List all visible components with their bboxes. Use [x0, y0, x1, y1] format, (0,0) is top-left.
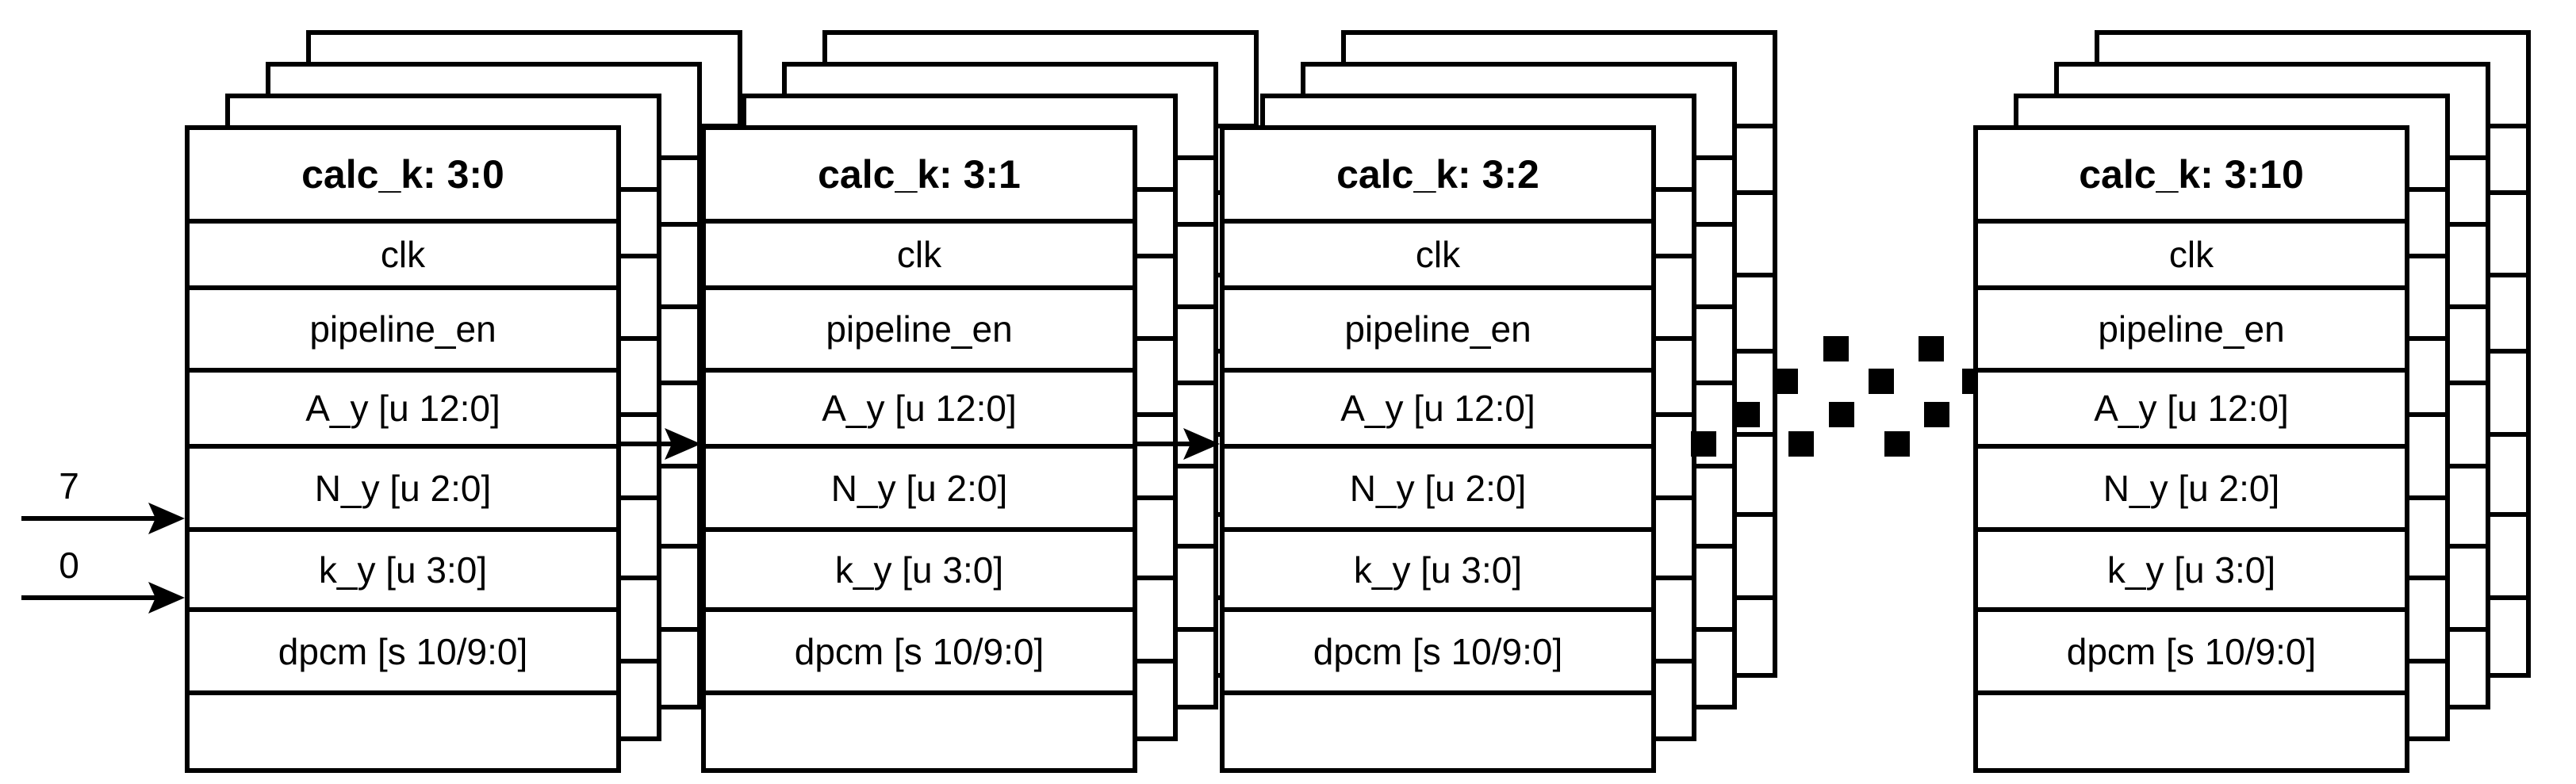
signal-row-k_y: k_y [u 3:0]: [190, 527, 616, 607]
module-card-title: calc_k: 3:1: [818, 152, 1021, 197]
ellipsis-dot-0: [1823, 336, 1849, 361]
signal-row-N_y: N_y [u 2:0]: [190, 444, 616, 527]
ellipsis-dot-1: [1919, 336, 1944, 361]
signal-row-empty: [706, 690, 1133, 768]
signal-row-dpcm: dpcm [s 10/9:0]: [706, 607, 1133, 690]
signal-row-pipeline_en: pipeline_en: [1978, 285, 2405, 368]
signal-row-pipeline_en: pipeline_en: [706, 285, 1133, 368]
signal-row-clk: clk: [1225, 219, 1651, 285]
signal-row-pipeline_en: pipeline_en: [1225, 285, 1651, 368]
signal-row-empty: [190, 690, 616, 768]
stage-connection-0-wire: [621, 442, 695, 446]
signal-row-k_y: k_y [u 3:0]: [1978, 527, 2405, 607]
signal-row-N_y: N_y [u 2:0]: [706, 444, 1133, 527]
signal-row-k_y: k_y [u 3:0]: [706, 527, 1133, 607]
constant-input-0-wire: [21, 516, 178, 521]
signal-row-N_y: N_y [u 2:0]: [1225, 444, 1651, 527]
ellipsis-dot-8: [1691, 431, 1716, 457]
signal-row-k_y: k_y [u 3:0]: [1225, 527, 1651, 607]
signal-row-A_y: A_y [u 12:0]: [1225, 368, 1651, 444]
input-value-label-7: 7: [59, 465, 79, 507]
ellipsis-dot-2: [1773, 369, 1798, 394]
signal-row-pipeline_en: pipeline_en: [190, 285, 616, 368]
ellipsis-dot-5: [1735, 402, 1760, 427]
constant-input-0-arrowhead-icon: [148, 503, 185, 534]
stage-connection-1-wire: [1137, 442, 1213, 446]
ellipsis-dot-9: [1788, 431, 1814, 457]
stage-connection-0-arrowhead-icon: [665, 428, 701, 460]
signal-row-N_y: N_y [u 2:0]: [1978, 444, 2405, 527]
constant-input-1-arrowhead-icon: [148, 582, 185, 614]
signal-row-clk: clk: [190, 219, 616, 285]
signal-row-A_y: A_y [u 12:0]: [1978, 368, 2405, 444]
ellipsis-dot-7: [1924, 402, 1949, 427]
signal-row-empty: [1225, 690, 1651, 768]
ellipsis-dot-6: [1829, 402, 1854, 427]
signal-row-clk: clk: [706, 219, 1133, 285]
constant-input-1-wire: [21, 595, 178, 600]
module-card-title: calc_k: 3:0: [301, 152, 504, 197]
signal-row-empty: [1978, 690, 2405, 768]
signal-row-clk: clk: [1978, 219, 2405, 285]
module-card-title: calc_k: 3:2: [1336, 152, 1539, 197]
signal-row-dpcm: dpcm [s 10/9:0]: [190, 607, 616, 690]
signal-row-A_y: A_y [u 12:0]: [706, 368, 1133, 444]
signal-row-dpcm: dpcm [s 10/9:0]: [1978, 607, 2405, 690]
signal-row-A_y: A_y [u 12:0]: [190, 368, 616, 444]
module-card-title: calc_k: 3:10: [2079, 152, 2304, 197]
signal-row-dpcm: dpcm [s 10/9:0]: [1225, 607, 1651, 690]
input-value-label-0: 0: [59, 545, 79, 586]
ellipsis-dot-3: [1869, 369, 1894, 394]
stage-connection-1-arrowhead-icon: [1183, 428, 1220, 460]
ellipsis-dot-10: [1884, 431, 1910, 457]
